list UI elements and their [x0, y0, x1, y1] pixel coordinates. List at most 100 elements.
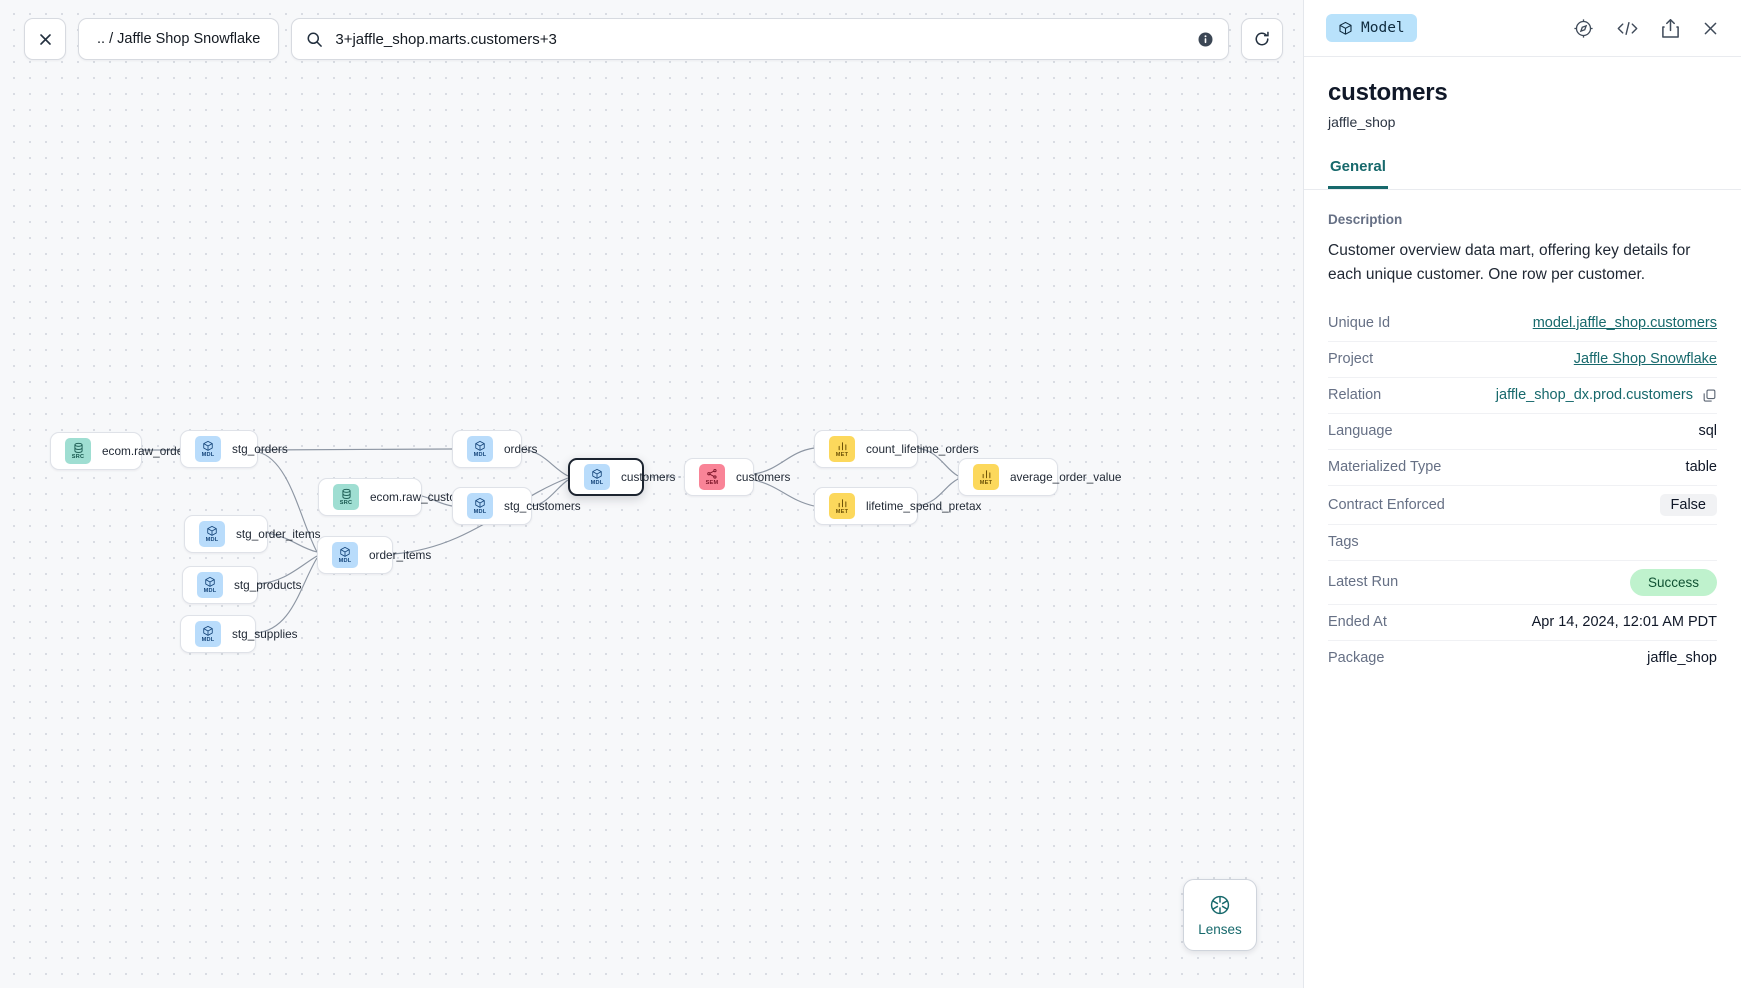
property-text: sql [1698, 423, 1717, 440]
code-icon[interactable] [1616, 19, 1639, 38]
property-key: Language [1328, 423, 1393, 440]
graph-edges [142, 447, 959, 634]
property-value: sql [1698, 423, 1717, 439]
property-row: Project Jaffle Shop Snowflake [1328, 340, 1717, 377]
share-icon[interactable] [1661, 18, 1680, 39]
property-value: Success [1629, 568, 1717, 596]
breadcrumb[interactable]: .. / Jaffle Shop Snowflake [78, 18, 280, 60]
property-key: Latest Run [1328, 574, 1399, 591]
graph-node-stg_order_items[interactable]: MDL stg_order_items [184, 515, 321, 553]
node-label: orders [504, 442, 538, 456]
graph-node-stg_supplies[interactable]: MDL stg_supplies [180, 615, 298, 653]
property-key: Unique Id [1328, 314, 1391, 331]
node-type-badge-mdl-icon: MDL [195, 621, 221, 647]
refresh-icon [1253, 30, 1271, 48]
canvas-toolbar: .. / Jaffle Shop Snowflake 3+jaffle_shop… [24, 18, 1284, 60]
property-row: Contract Enforced False [1328, 484, 1717, 524]
copy-icon[interactable] [1702, 388, 1717, 403]
description-label: Description [1328, 212, 1403, 227]
property-text: jaffle_shop [1647, 650, 1717, 667]
node-type-badge-met-icon: MET [829, 436, 855, 462]
node-label: lifetime_spend_pretax [866, 499, 982, 513]
node-type-badge-mdl-icon: MDL [199, 521, 225, 547]
property-value: table [1686, 459, 1717, 475]
node-label: customers [736, 470, 791, 484]
lineage-canvas[interactable]: .. / Jaffle Shop Snowflake 3+jaffle_shop… [0, 0, 1303, 988]
graph-node-average_order_value[interactable]: MET average_order_value [958, 458, 1122, 496]
property-text: Apr 14, 2024, 12:01 AM PDT [1531, 614, 1717, 631]
compass-icon[interactable] [1573, 18, 1594, 39]
search-input[interactable]: 3+jaffle_shop.marts.customers+3 [291, 18, 1230, 60]
property-key: Relation [1328, 387, 1382, 404]
property-key: Materialized Type [1328, 459, 1442, 476]
property-row: Language sql [1328, 412, 1717, 449]
resource-kind-label: Model [1361, 20, 1405, 36]
lenses-label: Lenses [1198, 921, 1242, 937]
node-label: order_items [369, 548, 432, 562]
graph-node-customers_model[interactable]: MDL customers [568, 458, 675, 496]
property-key: Tags [1328, 534, 1359, 551]
node-label: stg_products [234, 578, 302, 592]
property-row: Ended At Apr 14, 2024, 12:01 AM PDT [1328, 603, 1717, 640]
node-label: stg_supplies [232, 627, 298, 641]
property-value: Jaffle Shop Snowflake [1574, 351, 1717, 367]
property-link[interactable]: Jaffle Shop Snowflake [1573, 351, 1717, 368]
node-label: average_order_value [1010, 470, 1122, 484]
node-type-badge-met-icon: MET [829, 493, 855, 519]
close-icon[interactable] [1702, 20, 1719, 37]
property-row: Tags [1328, 523, 1717, 560]
graph-node-stg_products[interactable]: MDL stg_products [182, 566, 302, 604]
property-link[interactable]: model.jaffle_shop.customers [1532, 314, 1717, 331]
breadcrumb-label: .. / Jaffle Shop Snowflake [97, 31, 261, 47]
node-label: ecom.raw_orders [102, 444, 194, 458]
lenses-button[interactable]: Lenses [1183, 879, 1257, 951]
property-value: jaffle_shop_dx.prod.customers [1496, 387, 1717, 403]
node-type-badge-met-icon: MET [973, 464, 999, 490]
graph-node-customers_semantic[interactable]: SEM customers [684, 458, 790, 496]
property-row: Unique Id model.jaffle_shop.customers [1328, 305, 1717, 341]
node-type-badge-src-icon: SRC [333, 484, 359, 510]
graph-node-orders[interactable]: MDL orders [452, 430, 537, 468]
node-type-badge-mdl-icon: MDL [584, 464, 610, 490]
property-value: Apr 14, 2024, 12:01 AM PDT [1532, 614, 1717, 630]
graph-node-lifetime_spend_pretax[interactable]: MET lifetime_spend_pretax [814, 487, 981, 525]
details-panel: Model [1303, 0, 1741, 988]
page-subtitle: jaffle_shop [1328, 114, 1396, 130]
status-badge: Success [1629, 568, 1717, 596]
node-type-badge-mdl-icon: MDL [195, 436, 221, 462]
node-label: customers [621, 470, 676, 484]
property-text: table [1685, 459, 1717, 476]
graph-node-count_lifetime_orders[interactable]: MET count_lifetime_orders [814, 430, 979, 468]
panel-header: customers jaffle_shop [1304, 57, 1741, 130]
refresh-button[interactable] [1241, 18, 1284, 60]
property-row: Latest Run Success [1328, 559, 1717, 604]
property-key: Ended At [1328, 614, 1387, 631]
info-icon[interactable] [1197, 31, 1214, 48]
panel-tabs: General [1304, 158, 1741, 190]
node-type-badge-mdl-icon: MDL [467, 436, 493, 462]
description-text: Customer overview data mart, offering ke… [1328, 242, 1691, 283]
property-row: Relation jaffle_shop_dx.prod.customers [1328, 376, 1717, 413]
node-type-badge-sem-icon: SEM [699, 464, 725, 490]
property-key: Project [1328, 351, 1374, 368]
graph-node-ecom_raw_orders[interactable]: SRC ecom.raw_orders [50, 432, 193, 470]
node-type-badge-mdl-icon: MDL [332, 542, 358, 568]
close-button[interactable] [24, 18, 66, 60]
node-label: stg_order_items [236, 527, 321, 541]
property-key: Contract Enforced [1328, 496, 1445, 513]
panel-actions [1573, 18, 1719, 39]
status-badge: False [1659, 493, 1717, 516]
node-type-badge-src-icon: SRC [65, 438, 91, 464]
property-link[interactable]: jaffle_shop_dx.prod.customers [1495, 387, 1693, 404]
node-type-badge-mdl-icon: MDL [197, 572, 223, 598]
panel-content: Description Customer overview data mart,… [1304, 190, 1741, 676]
graph-node-order_items[interactable]: MDL order_items [317, 536, 431, 574]
tab-general[interactable]: General [1328, 158, 1388, 189]
node-label: count_lifetime_orders [866, 442, 979, 456]
